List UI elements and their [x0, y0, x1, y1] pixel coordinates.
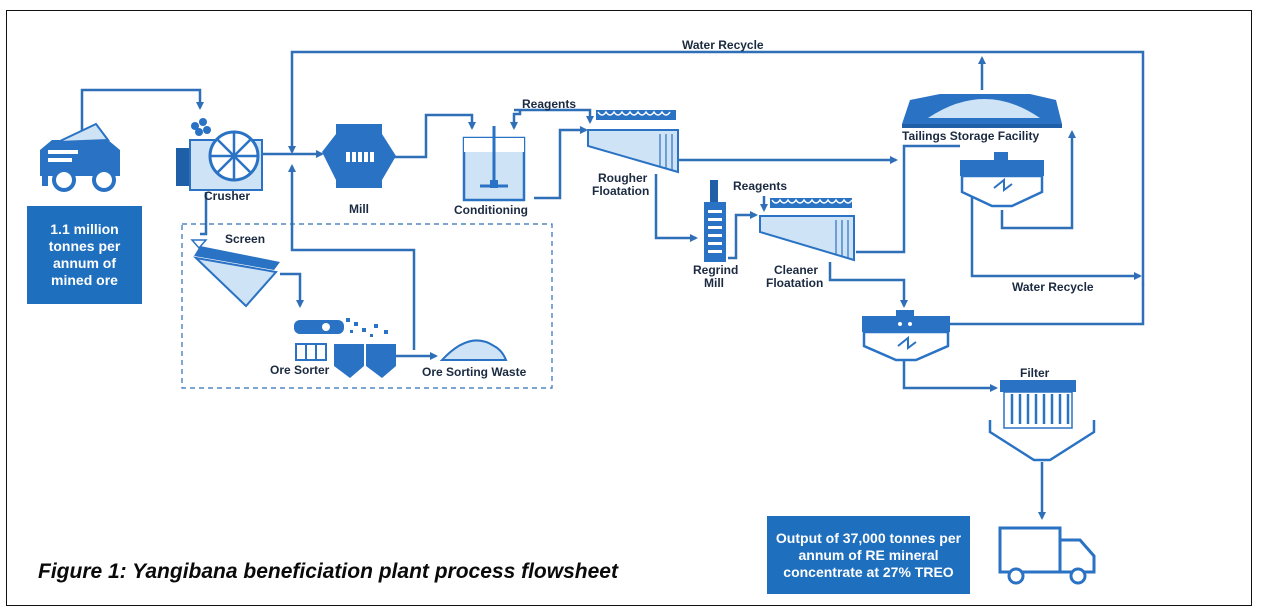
conditioning-tank-icon	[462, 126, 526, 202]
label-ore-sorting-waste: Ore Sorting Waste	[422, 365, 527, 379]
label-cleaner-1: Cleaner	[774, 263, 818, 277]
flow-water-recycle-top	[288, 50, 1145, 285]
flow-regrind-to-cleaner	[728, 211, 758, 260]
flow-mill-to-conditioning	[392, 113, 476, 159]
flow-crusher-to-screen	[200, 192, 208, 236]
label-conditioning: Conditioning	[454, 203, 528, 217]
label-reagents-2: Reagents	[733, 179, 787, 193]
input-ore-box: 1.1 million tonnes per annum of mined or…	[27, 206, 142, 304]
label-tailings: Tailings Storage Facility	[902, 129, 1039, 143]
regrind-mill-icon	[704, 180, 726, 262]
flow-thickener2-to-filter	[902, 360, 998, 392]
thickener-1-icon	[960, 152, 1044, 208]
label-ore-sorter: Ore Sorter	[270, 363, 330, 377]
thickener-2-icon	[862, 310, 950, 362]
flow-thickener2-overflow	[950, 284, 1145, 326]
label-mill: Mill	[349, 202, 369, 216]
flow-thickener1-underflow	[970, 196, 1142, 280]
flow-sorter-return	[288, 164, 416, 350]
screen-icon	[190, 239, 280, 308]
haul-truck-icon	[40, 122, 120, 192]
flow-cleaner-to-thickener	[828, 262, 908, 308]
filter-icon	[988, 380, 1096, 462]
label-rougher-1: Rougher	[598, 171, 648, 185]
label-screen: Screen	[225, 232, 265, 246]
flow-ore-to-crusher	[80, 88, 204, 140]
label-regrind-1: Regrind	[693, 263, 738, 277]
ore-sorting-enclosure	[181, 223, 553, 389]
label-water-recycle-right: Water Recycle	[1012, 280, 1094, 294]
label-rougher-2: Floatation	[592, 184, 649, 198]
flow-rougher-to-regrind	[654, 174, 698, 242]
flow-cleaner-to-tailings	[856, 144, 960, 254]
flow-lines	[80, 50, 1145, 520]
mill-icon	[322, 124, 396, 188]
flow-screen-to-sorter	[280, 272, 304, 308]
flow-thickener1-to-tsf	[1000, 130, 1076, 230]
label-cleaner-2: Floatation	[766, 276, 823, 290]
tailings-storage-icon	[902, 94, 1062, 128]
label-crusher: Crusher	[204, 189, 250, 203]
waste-pile-icon	[439, 339, 508, 361]
crusher-icon	[176, 118, 263, 191]
flow-reagents-to-conditioning	[510, 110, 522, 130]
label-regrind-2: Mill	[704, 276, 724, 290]
flow-conditioning-to-rougher	[534, 126, 588, 200]
figure-caption: Figure 1: Yangibana beneficiation plant …	[38, 560, 618, 583]
label-filter: Filter	[1020, 366, 1050, 380]
label-reagents-1: Reagents	[522, 97, 576, 111]
label-water-recycle-top: Water Recycle	[682, 38, 764, 52]
delivery-truck-icon	[998, 526, 1096, 585]
output-concentrate-box: Output of 37,000 tonnes per annum of RE …	[767, 516, 970, 594]
figure-frame	[6, 10, 1252, 606]
cleaner-flotation-icon	[759, 198, 855, 262]
flow-reagents-to-rougher	[514, 108, 594, 124]
rougher-flotation-icon	[587, 110, 679, 174]
ore-sorter-icon	[294, 318, 396, 378]
